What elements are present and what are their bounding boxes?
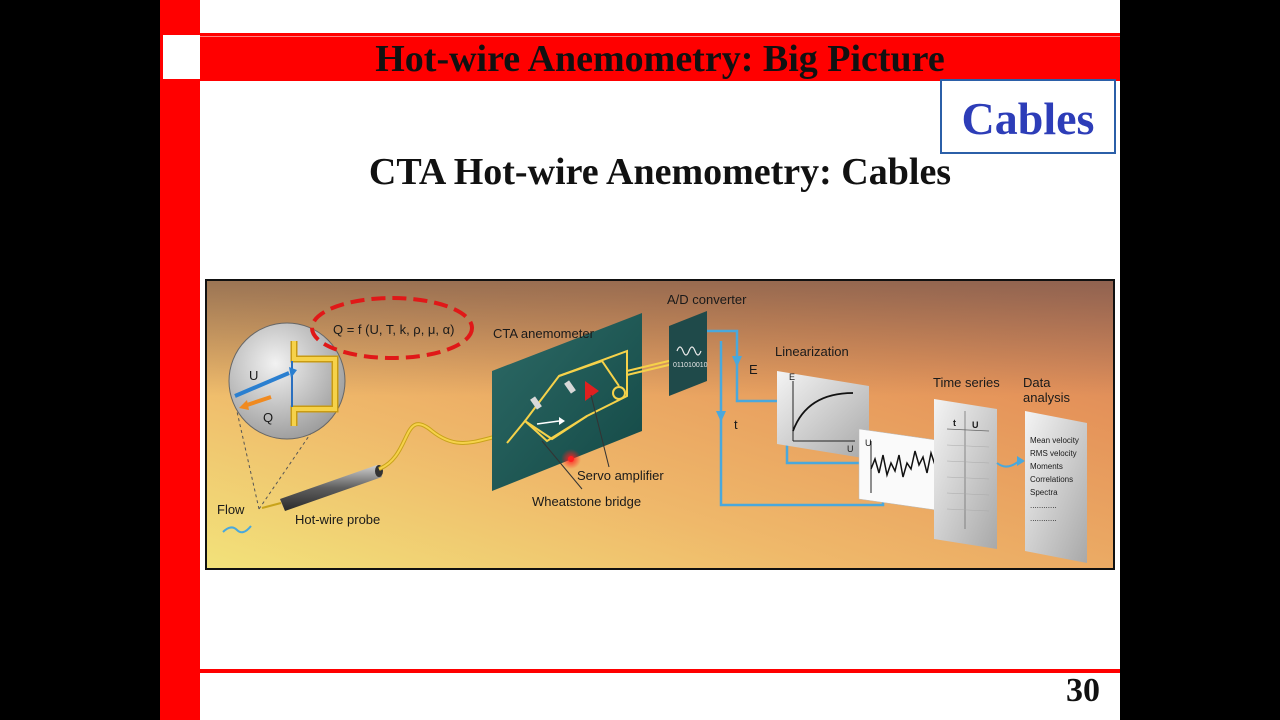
flow-label: Flow [217, 502, 245, 517]
analysis-item-5: ............ [1030, 501, 1057, 510]
linearization-sheet [777, 371, 869, 459]
page-number: 30 [1066, 672, 1100, 709]
timeseries-table-sheet [934, 399, 997, 549]
data-analysis-sheet [1025, 411, 1087, 563]
equation-text: Q = f (U, T, k, ρ, μ, α) [333, 322, 454, 337]
probe-label: Hot-wire probe [295, 512, 380, 527]
table-header-u: U [972, 420, 979, 430]
probe-zoom-circle [228, 322, 346, 440]
analysis-item-1: RMS velocity [1030, 449, 1077, 458]
wheatstone-pointer-line [541, 440, 583, 490]
q-label: Q [263, 410, 273, 425]
ad-converter: 011010010 [669, 311, 708, 396]
cta-diagram: U Q Q = f (U, T, k, ρ, μ, α) Hot-wire pr… [205, 279, 1115, 570]
slide-title: Hot-wire Anemometry: Big Picture [375, 38, 945, 80]
e-label: E [749, 362, 758, 377]
lin-axis-e: E [789, 372, 795, 382]
analysis-item-0: Mean velocity [1030, 436, 1079, 445]
slide: Hot-wire Anemometry: Big Picture Cables … [160, 0, 1120, 720]
title-bar [200, 33, 1120, 81]
left-accent-bar [160, 0, 200, 720]
ad-bits: 011010010 [673, 362, 708, 369]
section-tag: Cables [940, 79, 1116, 154]
analysis-item-6: ............ [1030, 514, 1057, 523]
analysis-item-3: Correlations [1030, 475, 1073, 484]
left-notch [163, 35, 200, 79]
data-analysis-label-2: analysis [1023, 390, 1070, 405]
linearization-label: Linearization [775, 344, 849, 359]
slide-subtitle: CTA Hot-wire Anemometry: Cables [368, 151, 952, 193]
lin-axis-u: U [847, 444, 854, 454]
data-analysis-label-1: Data [1023, 375, 1051, 390]
flow-arrow [222, 525, 252, 534]
ad-label: A/D converter [667, 292, 747, 307]
footer-divider [200, 669, 1120, 673]
servo-pointer-line [590, 394, 610, 468]
timeseries-label: Time series [933, 375, 1000, 390]
wheatstone-label: Wheatstone bridge [532, 494, 641, 509]
ts-axis-u: U [865, 438, 872, 448]
equation-highlight-ellipse [310, 296, 474, 360]
signal-arrow-e [732, 356, 742, 367]
servo-label: Servo amplifier [577, 468, 664, 483]
cta-panel [492, 313, 678, 491]
signal-arrow-t [716, 411, 726, 422]
cta-label: CTA anemometer [493, 326, 595, 341]
u-label: U [249, 368, 258, 383]
table-header-t: t [953, 418, 956, 428]
t-label: t [734, 417, 738, 432]
title-bar-line [200, 36, 1120, 37]
analysis-item-2: Moments [1030, 462, 1063, 471]
cta-diagram-svg: U Q Q = f (U, T, k, ρ, μ, α) Hot-wire pr… [207, 281, 1113, 568]
analysis-item-4: Spectra [1030, 488, 1058, 497]
